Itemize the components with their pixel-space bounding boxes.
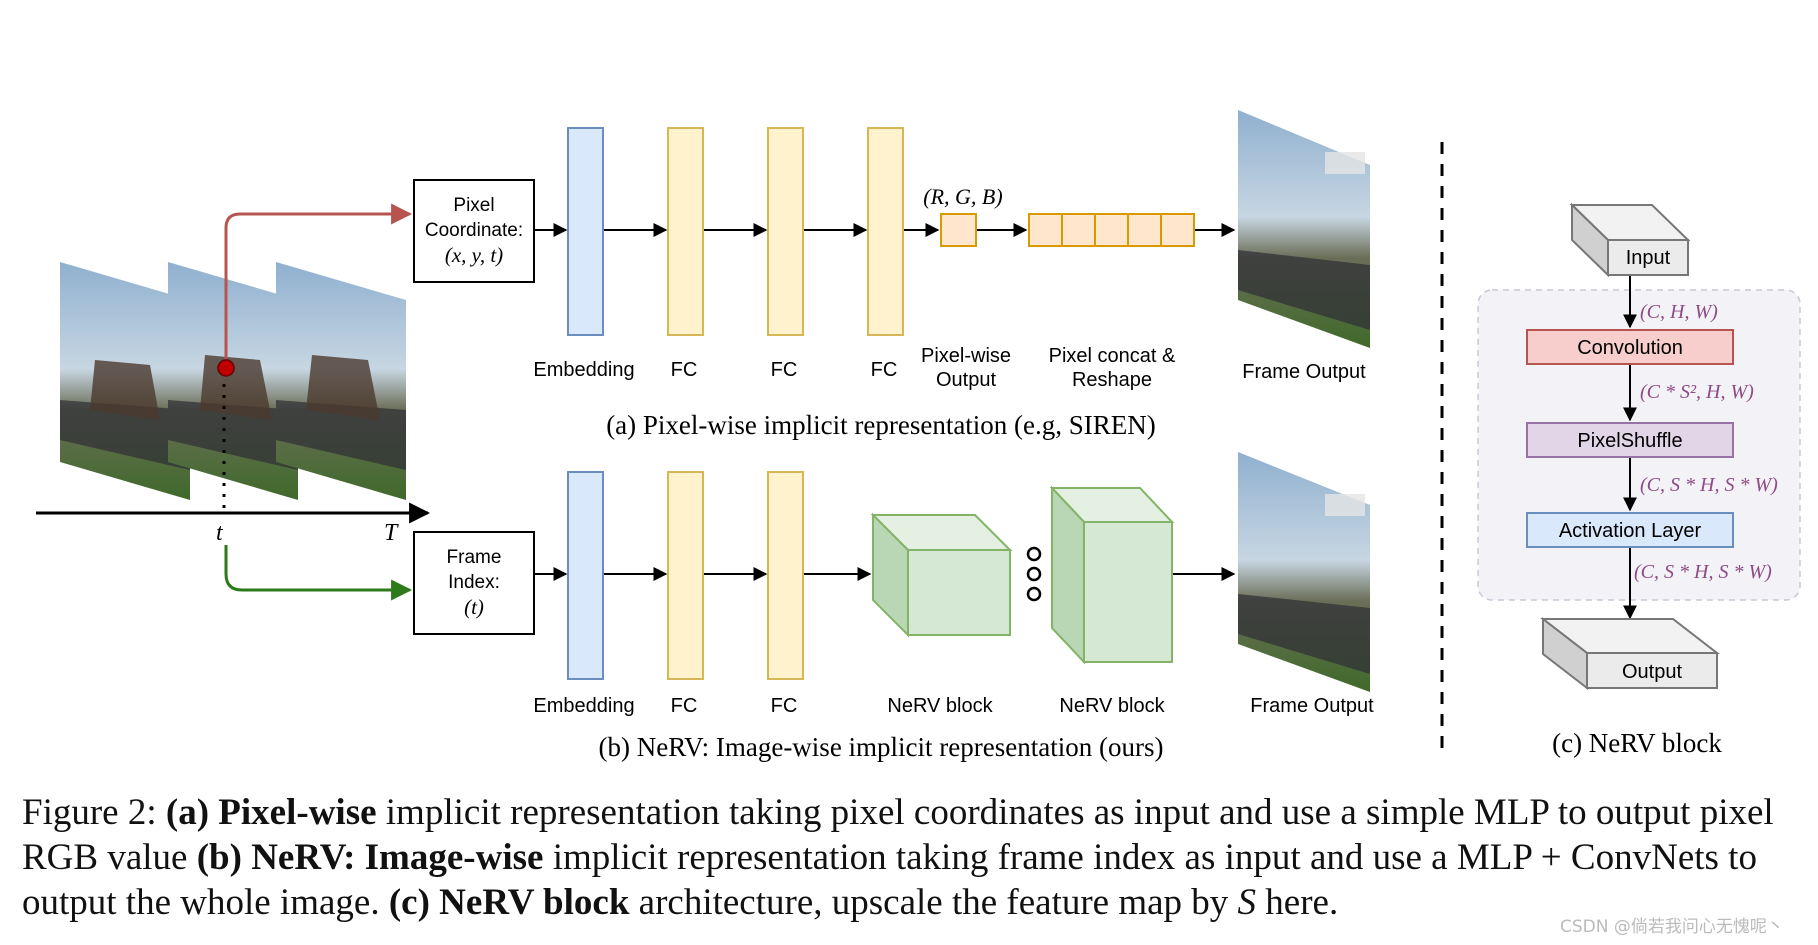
pixel-coordinate-arrow [224, 203, 413, 362]
pixel-concat-strip [1028, 213, 1195, 247]
dim-label-1: (C, H, W) [1640, 301, 1718, 323]
label-fc-b1: FC [671, 695, 698, 717]
frame-index-arrow [224, 545, 413, 601]
pixel-coordinate-line3: (x, y, t) [445, 243, 503, 267]
dim-label-3: (C, S * H, S * W) [1640, 474, 1778, 496]
sampled-pixel-dot [217, 359, 235, 377]
video-frame-1 [60, 262, 190, 500]
fc-layer-a2 [767, 127, 804, 336]
frame-index-line1: Frame [447, 547, 502, 568]
convolution-label: Convolution [1577, 337, 1683, 359]
rgb-output-cell [940, 213, 977, 247]
panel-b: Frame Index: (t) [413, 452, 1374, 762]
panel-c: Input (C, H, W) Convolution (C * S², H, … [1477, 202, 1801, 758]
input-label: Input [1626, 247, 1671, 269]
caption-a-text: implicit representation taking pixel coo… [22, 792, 1774, 878]
rgb-label: (R, G, B) [923, 184, 1002, 209]
caption-panel-c: (c) NeRV block [1552, 728, 1722, 758]
video-frame-3 [276, 262, 406, 500]
output-slab [1540, 616, 1720, 691]
fc-layer-b2 [767, 471, 804, 680]
caption-a-tag: (a) [165, 792, 219, 833]
caption-b-bold: NeRV: Image-wise [251, 837, 544, 878]
embedding-layer-a [567, 127, 604, 336]
frame-output-image-b [1238, 452, 1370, 692]
dim-label-4: (C, S * H, S * W) [1634, 561, 1772, 583]
pixelshuffle-box [1526, 422, 1734, 458]
panel-a: Pixel Coordinate: (x, y, t) (R, G, B) Em… [413, 110, 1370, 440]
label-frame-output-b: Frame Output [1250, 695, 1374, 717]
caption-prefix: Figure 2: [22, 792, 166, 833]
input-video-frames [60, 262, 406, 500]
caption-c-bold: NeRV block [439, 882, 630, 923]
figure-caption: Figure 2: (a) Pixel-wise implicit repres… [22, 790, 1812, 925]
fc-layer-a1 [667, 127, 704, 336]
ellipsis-circles [1026, 546, 1042, 602]
input-slab [1569, 202, 1691, 278]
caption-b-tag: (b) [196, 837, 252, 878]
pixel-coordinate-line2: Coordinate: [425, 220, 523, 241]
label-nerv-block-2: NeRV block [1059, 695, 1165, 717]
label-fc-a1: FC [671, 359, 698, 381]
label-pixel-output-1: Pixel-wise [921, 345, 1011, 367]
video-frame-2 [168, 262, 298, 500]
T-label: T [384, 520, 399, 546]
caption-b-text: implicit representation taking frame ind… [22, 837, 1757, 923]
caption-c-tag: (c) [388, 882, 440, 923]
pixel-coordinate-line1: Pixel [453, 195, 494, 216]
frame-output-image-a [1238, 110, 1370, 348]
fc-layer-a3 [867, 127, 904, 336]
caption-panel-a: (a) Pixel-wise implicit representation (… [606, 410, 1156, 440]
watermark: CSDN @倘若我问心无愧呢丶 [1560, 917, 1784, 937]
fc-layer-b1 [667, 471, 704, 680]
t-label: t [216, 520, 224, 546]
label-fc-b2: FC [771, 695, 798, 717]
label-concat-2: Reshape [1072, 369, 1152, 391]
activation-layer-box [1526, 512, 1734, 548]
pixel-coordinate-box [413, 179, 535, 283]
label-fc-a3: FC [871, 359, 898, 381]
label-pixel-output-2: Output [936, 369, 996, 391]
label-frame-output-a: Frame Output [1242, 361, 1366, 383]
caption-a-bold: Pixel-wise [218, 792, 377, 833]
caption-c-var: S [1237, 882, 1257, 923]
caption-panel-b: (b) NeRV: Image-wise implicit representa… [599, 732, 1164, 762]
frame-index-box [413, 531, 535, 635]
dim-label-2: (C * S², H, W) [1640, 381, 1754, 403]
caption-c-text: architecture, upscale the feature map by [629, 882, 1238, 923]
frame-index-line3: (t) [464, 595, 484, 619]
pixelshuffle-label: PixelShuffle [1577, 430, 1682, 452]
caption-c-end: here. [1256, 882, 1339, 923]
label-embedding-b: Embedding [533, 695, 634, 717]
output-label: Output [1622, 661, 1682, 683]
figure-diagram: t T Pixel Coordinate: (x, y, t) (R, G, B… [36, 110, 1801, 762]
label-embedding-a: Embedding [533, 359, 634, 381]
label-fc-a2: FC [771, 359, 798, 381]
frame-index-line2: Index: [448, 572, 500, 593]
label-concat-1: Pixel concat & [1049, 345, 1176, 367]
embedding-layer-b [567, 471, 604, 680]
nerv-block-cube-1 [870, 512, 1013, 638]
nerv-block-cube-2 [1049, 485, 1175, 665]
label-nerv-block-1: NeRV block [887, 695, 993, 717]
activation-layer-label: Activation Layer [1559, 520, 1702, 542]
convolution-box [1526, 329, 1734, 365]
